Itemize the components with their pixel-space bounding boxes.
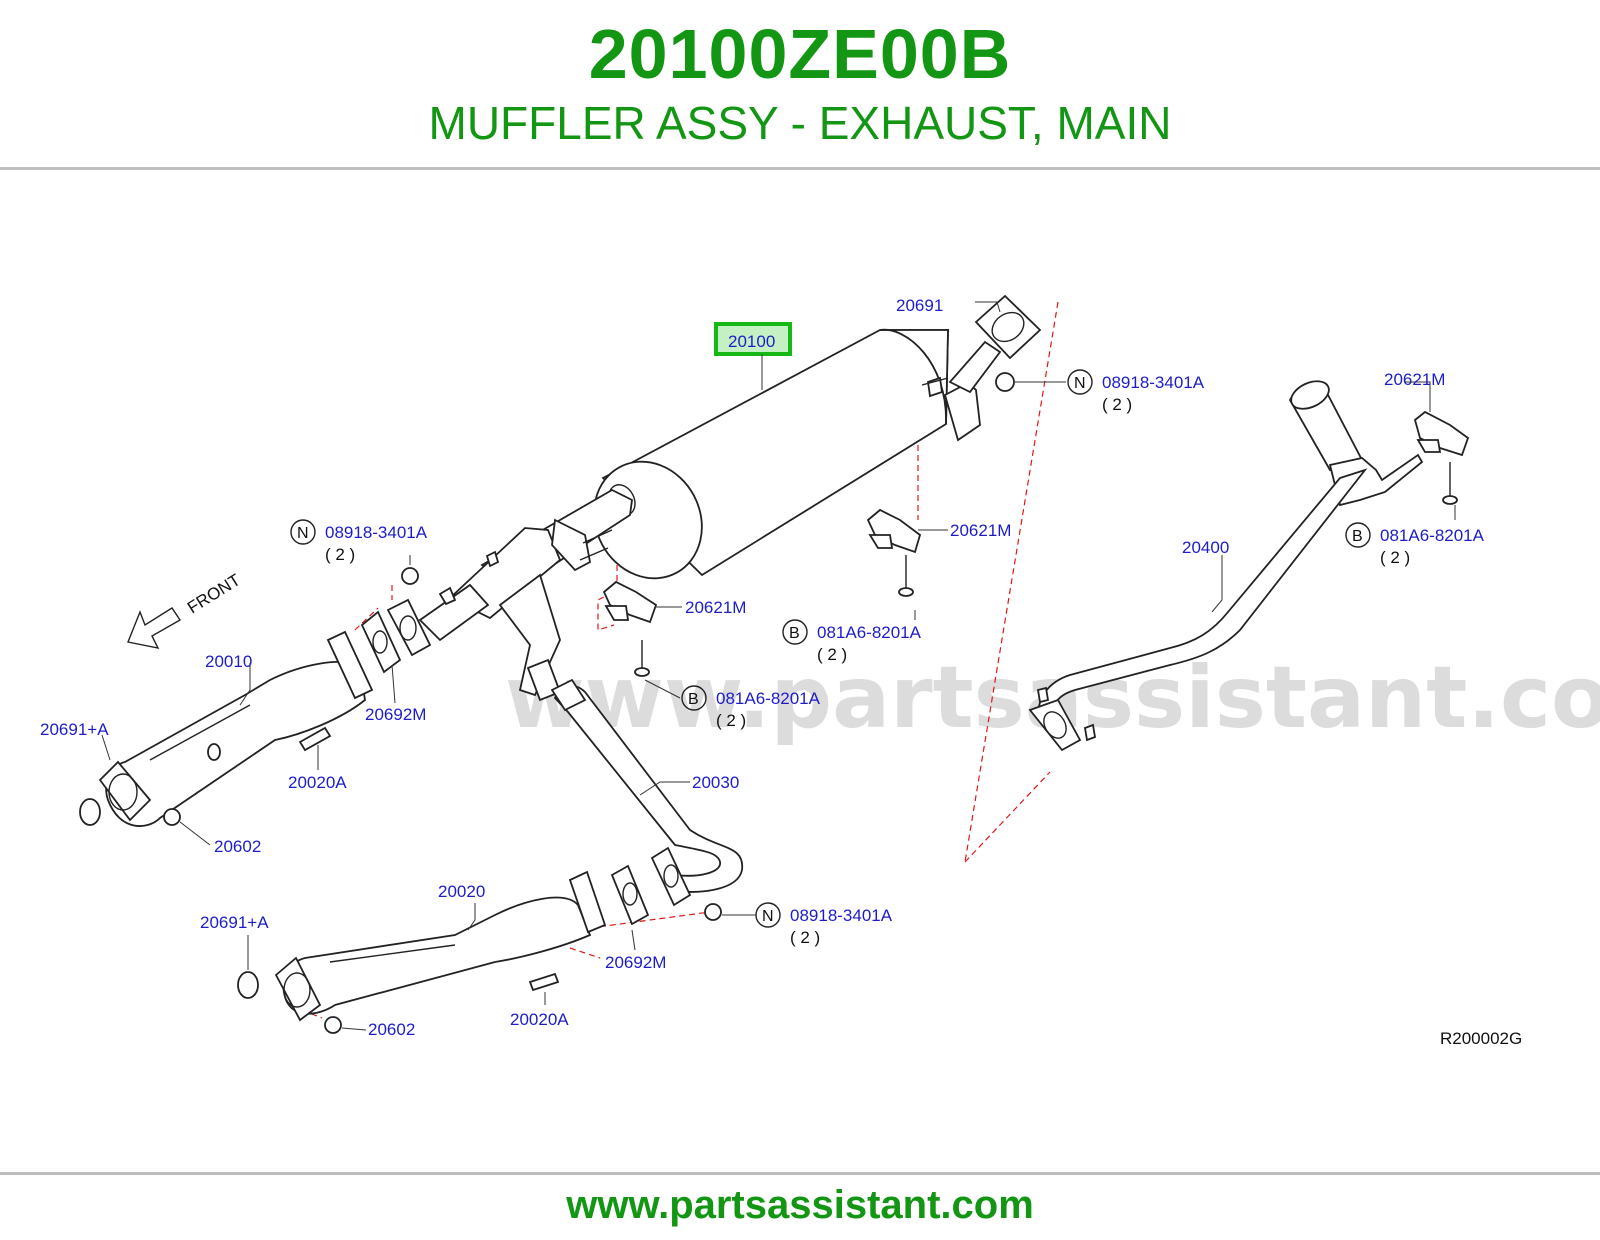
bolt-symbol-mid: [782, 619, 808, 645]
nut-letter-lower-right: N: [762, 908, 774, 925]
label-08918-top[interactable]: 08918-3401A: [1102, 373, 1205, 392]
nut-symbol-left: [290, 519, 316, 545]
label-20621M-mid[interactable]: 20621M: [950, 521, 1011, 540]
nut-symbol-top: [1067, 369, 1093, 395]
label-20621M-front[interactable]: 20621M: [685, 598, 746, 617]
mount-front[interactable]: [602, 580, 658, 677]
part-description: MUFFLER ASSY - EXHAUST, MAIN: [428, 97, 1172, 149]
label-081A6-mid[interactable]: 081A6-8201A: [817, 623, 922, 642]
gasket-upper[interactable]: [360, 610, 402, 674]
label-20020A-upper[interactable]: 20020A: [288, 773, 347, 792]
label-081A6-front[interactable]: 081A6-8201A: [716, 689, 821, 708]
front-label: FRONT: [184, 570, 244, 617]
label-20030[interactable]: 20030: [692, 773, 739, 792]
ring-upper[interactable]: [79, 798, 101, 826]
part-number-title: 20100ZE00B: [588, 15, 1012, 93]
bolt-symbol-rear: [1345, 522, 1371, 548]
footer-site-link[interactable]: www.partsassistant.com: [566, 1183, 1034, 1227]
qty-08918-left: ( 2 ): [325, 545, 355, 564]
bolt-letter-front: B: [688, 691, 699, 708]
bolt-symbol-front: [681, 685, 707, 711]
nut-upper[interactable]: [163, 808, 181, 826]
bolt-letter-mid: B: [789, 625, 800, 642]
nut-top[interactable]: [995, 372, 1015, 392]
gasket-lower[interactable]: [610, 864, 650, 926]
catalytic-converter-upper[interactable]: [98, 630, 374, 827]
nut-letter-top: N: [1074, 375, 1086, 392]
nut-symbol-lower-right: [755, 902, 781, 928]
label-08918-lower-right[interactable]: 08918-3401A: [790, 906, 893, 925]
front-direction-arrow: FRONT: [127, 570, 244, 649]
ring-lower[interactable]: [237, 971, 259, 999]
mount-rear[interactable]: [1413, 410, 1470, 505]
flange-upper[interactable]: [386, 598, 432, 657]
header-divider: [0, 167, 1600, 170]
nut-left[interactable]: [401, 567, 419, 585]
label-20692M-lower[interactable]: 20692M: [605, 953, 666, 972]
label-20691-top[interactable]: 20691: [896, 296, 943, 315]
label-20010[interactable]: 20010: [205, 652, 252, 671]
nut-lower[interactable]: [324, 1016, 342, 1034]
label-20691A-lower[interactable]: 20691+A: [200, 913, 269, 932]
label-081A6-rear[interactable]: 081A6-8201A: [1380, 526, 1485, 545]
qty-08918-lower-right: ( 2 ): [790, 928, 820, 947]
highlighted-part-marker: [714, 322, 792, 356]
qty-081A6-rear: ( 2 ): [1380, 548, 1410, 567]
qty-081A6-front: ( 2 ): [716, 711, 746, 730]
tail-pipe[interactable]: [1028, 376, 1424, 752]
catalytic-converter-lower[interactable]: [274, 870, 607, 1022]
nut-lower-right[interactable]: [704, 903, 722, 921]
label-20020A-lower[interactable]: 20020A: [510, 1010, 569, 1029]
exhaust-parts-diagram: www.partsassistant.com: [40, 294, 1600, 1048]
mount-mid[interactable]: [866, 508, 922, 597]
label-20020[interactable]: 20020: [438, 882, 485, 901]
label-20621M-rear[interactable]: 20621M: [1384, 370, 1445, 389]
bolt-letter-rear: B: [1352, 528, 1363, 545]
label-08918-left[interactable]: 08918-3401A: [325, 523, 428, 542]
label-20692M-upper[interactable]: 20692M: [365, 705, 426, 724]
stud-lower[interactable]: [528, 972, 560, 992]
stud-upper[interactable]: [298, 726, 332, 752]
qty-08918-top: ( 2 ): [1102, 395, 1132, 414]
muffler-assembly[interactable]: [418, 328, 1002, 702]
qty-081A6-mid: ( 2 ): [817, 645, 847, 664]
label-20602-lower[interactable]: 20602: [368, 1020, 415, 1039]
page-header: 20100ZE00B MUFFLER ASSY - EXHAUST, MAIN: [0, 0, 1600, 170]
leader-lines: [101, 301, 1456, 1031]
nut-letter-left: N: [297, 525, 309, 542]
label-20400[interactable]: 20400: [1182, 538, 1229, 557]
label-20602-upper[interactable]: 20602: [214, 837, 261, 856]
label-20100[interactable]: 20100: [728, 332, 775, 351]
diagram-reference-code: R200002G: [1440, 1029, 1522, 1048]
gasket-20691[interactable]: [974, 294, 1042, 360]
footer-divider: [0, 1172, 1600, 1175]
label-20691A-upper[interactable]: 20691+A: [40, 720, 109, 739]
